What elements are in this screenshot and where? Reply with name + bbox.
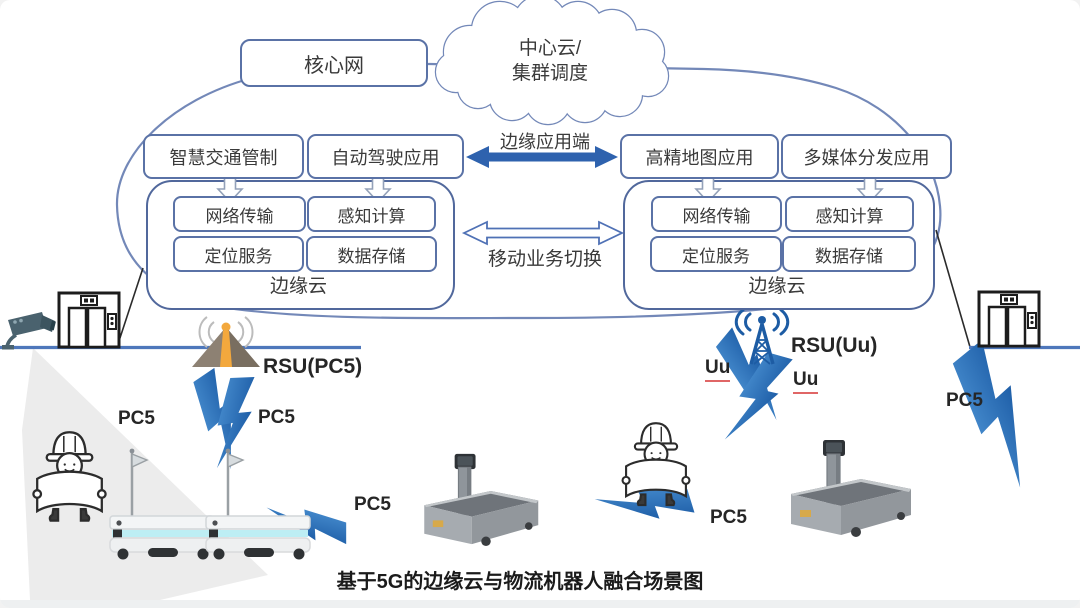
- site-link-line-right: [935, 229, 971, 348]
- svc-box-data-storage-right: 数据存储: [782, 236, 916, 272]
- core-network-box: 核心网: [240, 39, 428, 87]
- svc-box-network-transmission-left: 网络传输: [173, 196, 306, 232]
- diagram-caption: 基于5G的边缘云与物流机器人融合场景图: [336, 571, 704, 593]
- link-label-pc5-r1: PC5: [946, 390, 983, 411]
- central-cloud-line2: 集群调度: [511, 63, 588, 84]
- app-box-smart-traffic: 智慧交通管制: [143, 134, 304, 179]
- edge-app-arrow-label: 边缘应用端: [500, 132, 590, 152]
- link-label-pc5-l1: PC5: [118, 408, 155, 429]
- svc-box-perception-computing-left: 感知计算: [307, 196, 436, 232]
- edge-app-double-arrow-icon: [466, 146, 618, 168]
- link-label-pc5-l2: PC5: [258, 407, 295, 428]
- gray-robot-right-icon: [790, 439, 912, 538]
- elevator-left-icon: [57, 291, 121, 349]
- edge-cloud-right-label: 边缘云: [748, 276, 806, 297]
- edge-cloud-left-label: 边缘云: [269, 276, 327, 297]
- link-label-uu-1: Uu: [705, 357, 731, 382]
- rsu-uu-label: RSU(Uu): [791, 334, 878, 357]
- link-label-pc5-r2: PC5: [710, 507, 747, 528]
- bottom-frame-band: [0, 600, 1080, 608]
- rsu-uu-icon: [734, 308, 790, 365]
- central-cloud-label: 中心云/ 集群调度: [460, 36, 640, 86]
- lightning-bolt-icon: [944, 337, 1054, 493]
- svc-box-positioning-service-right: 定位服务: [650, 236, 782, 272]
- rsu-pc5-label: RSU(PC5): [263, 355, 363, 378]
- app-box-multimedia: 多媒体分发应用: [781, 134, 952, 179]
- site-link-line-left: [116, 267, 144, 348]
- gray-robot-left-icon: [423, 453, 539, 547]
- central-cloud-line1: 中心云/: [518, 38, 582, 59]
- mobility-double-arrow-icon: [461, 220, 625, 246]
- app-box-hd-map: 高精地图应用: [620, 134, 779, 179]
- svc-box-perception-computing-right: 感知计算: [785, 196, 914, 232]
- svc-box-network-transmission-right: 网络传输: [651, 196, 782, 232]
- svc-box-data-storage-left: 数据存储: [306, 236, 437, 272]
- mobility-arrow-label: 移动业务切换: [487, 249, 602, 270]
- rsu-pc5-icon: [192, 316, 260, 367]
- agv-white-2-icon: [204, 447, 312, 561]
- app-box-autonomous-driving: 自动驾驶应用: [307, 134, 464, 179]
- link-label-uu-2: Uu: [793, 369, 819, 394]
- link-label-pc5-l3: PC5: [354, 494, 391, 515]
- camera-icon: [2, 312, 56, 350]
- svc-box-positioning-service-left: 定位服务: [173, 236, 304, 272]
- elevator-right-icon: [977, 290, 1041, 348]
